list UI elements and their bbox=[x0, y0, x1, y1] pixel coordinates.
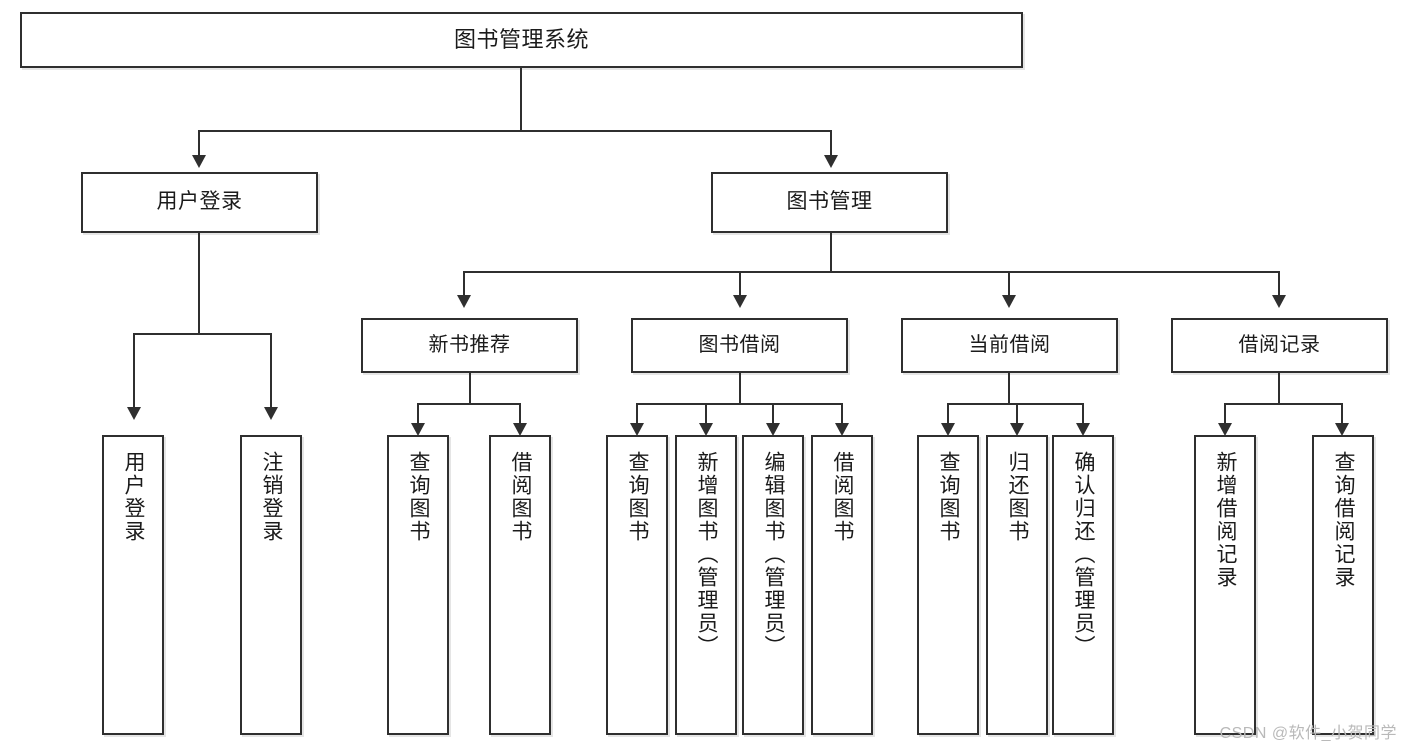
connector-book-manage-drop-2 bbox=[739, 271, 741, 297]
node-leaf-user-login-label: 用户登录 bbox=[122, 451, 146, 543]
node-leaf-query-book-2-label: 查询图书 bbox=[626, 451, 650, 543]
arrow-br-leaf-2 bbox=[1335, 423, 1349, 436]
node-leaf-edit-book[interactable]: 编辑图书（管理员） bbox=[742, 435, 804, 735]
connector-cb-drop-1 bbox=[947, 403, 949, 425]
node-book-borrow-label: 图书借阅 bbox=[698, 333, 781, 356]
arrow-user-login-leaf-1 bbox=[127, 407, 141, 420]
node-new-book-recommend[interactable]: 新书推荐 bbox=[361, 318, 578, 373]
connector-borrow-record-stem bbox=[1278, 373, 1280, 405]
node-book-manage-label: 图书管理 bbox=[786, 190, 873, 214]
arrow-book-manage-child-3 bbox=[1002, 295, 1016, 308]
node-leaf-add-book-label: 新增图书（管理员） bbox=[695, 451, 719, 658]
node-leaf-add-record[interactable]: 新增借阅记录 bbox=[1194, 435, 1256, 735]
node-leaf-user-login[interactable]: 用户登录 bbox=[102, 435, 164, 735]
node-root[interactable]: 图书管理系统 bbox=[20, 12, 1023, 68]
arrow-book-manage-child-4 bbox=[1272, 295, 1286, 308]
node-user-login[interactable]: 用户登录 bbox=[81, 172, 318, 233]
node-leaf-query-record[interactable]: 查询借阅记录 bbox=[1312, 435, 1374, 735]
arrow-cb-leaf-3 bbox=[1076, 423, 1090, 436]
connector-new-book-recommend-stem bbox=[469, 373, 471, 405]
connector-book-borrow-stem bbox=[739, 373, 741, 405]
node-leaf-query-book-3[interactable]: 查询图书 bbox=[917, 435, 979, 735]
node-leaf-borrow-book-2[interactable]: 借阅图书 bbox=[811, 435, 873, 735]
node-leaf-user-logout[interactable]: 注销登录 bbox=[240, 435, 302, 735]
arrow-br-leaf-1 bbox=[1218, 423, 1232, 436]
arrow-user-login-leaf-2 bbox=[264, 407, 278, 420]
connector-book-manage-drop-4 bbox=[1278, 271, 1280, 297]
node-user-login-label: 用户登录 bbox=[156, 190, 243, 214]
connector-bb-drop-1 bbox=[636, 403, 638, 425]
connector-nbr-drop-1 bbox=[417, 403, 419, 425]
connector-borrow-record-bar bbox=[1224, 403, 1343, 405]
arrow-bb-leaf-1 bbox=[630, 423, 644, 436]
connector-cb-drop-2 bbox=[1016, 403, 1018, 425]
arrow-root-to-book-manage bbox=[824, 155, 838, 168]
connector-current-borrow-bar bbox=[947, 403, 1083, 405]
node-leaf-confirm-return[interactable]: 确认归还（管理员） bbox=[1052, 435, 1114, 735]
connector-book-borrow-bar bbox=[636, 403, 842, 405]
node-leaf-user-logout-label: 注销登录 bbox=[260, 451, 284, 543]
node-leaf-return-book-label: 归还图书 bbox=[1006, 451, 1030, 543]
connector-root-to-user-login bbox=[198, 130, 200, 157]
node-leaf-query-book-3-label: 查询图书 bbox=[937, 451, 961, 543]
node-leaf-add-book[interactable]: 新增图书（管理员） bbox=[675, 435, 737, 735]
connector-root-stem bbox=[520, 68, 522, 131]
node-book-manage[interactable]: 图书管理 bbox=[711, 172, 948, 233]
connector-new-book-recommend-bar bbox=[417, 403, 521, 405]
node-new-book-recommend-label: 新书推荐 bbox=[428, 333, 511, 356]
connector-bb-drop-4 bbox=[841, 403, 843, 425]
arrow-book-manage-child-2 bbox=[733, 295, 747, 308]
node-leaf-confirm-return-label: 确认归还（管理员） bbox=[1072, 451, 1096, 658]
arrow-root-to-user-login bbox=[192, 155, 206, 168]
connector-br-drop-2 bbox=[1341, 403, 1343, 425]
arrow-book-manage-child-1 bbox=[457, 295, 471, 308]
connector-current-borrow-stem bbox=[1008, 373, 1010, 405]
node-leaf-return-book[interactable]: 归还图书 bbox=[986, 435, 1048, 735]
connector-root-bar bbox=[198, 130, 832, 132]
node-current-borrow[interactable]: 当前借阅 bbox=[901, 318, 1118, 373]
node-current-borrow-label: 当前借阅 bbox=[968, 333, 1051, 356]
connector-user-login-bar bbox=[133, 333, 272, 335]
arrow-bb-leaf-2 bbox=[699, 423, 713, 436]
node-book-borrow[interactable]: 图书借阅 bbox=[631, 318, 848, 373]
node-borrow-record[interactable]: 借阅记录 bbox=[1171, 318, 1388, 373]
arrow-cb-leaf-1 bbox=[941, 423, 955, 436]
node-leaf-borrow-book-1[interactable]: 借阅图书 bbox=[489, 435, 551, 735]
connector-user-login-drop-1 bbox=[133, 333, 135, 409]
connector-nbr-drop-2 bbox=[519, 403, 521, 425]
connector-book-manage-drop-1 bbox=[463, 271, 465, 297]
connector-br-drop-1 bbox=[1224, 403, 1226, 425]
node-root-label: 图书管理系统 bbox=[453, 27, 589, 53]
connector-user-login-drop-2 bbox=[270, 333, 272, 409]
connector-cb-drop-3 bbox=[1082, 403, 1084, 425]
node-leaf-borrow-book-1-label: 借阅图书 bbox=[509, 451, 533, 543]
node-leaf-add-record-label: 新增借阅记录 bbox=[1214, 451, 1238, 589]
connector-book-manage-drop-3 bbox=[1008, 271, 1010, 297]
arrow-cb-leaf-2 bbox=[1010, 423, 1024, 436]
node-leaf-query-book-1-label: 查询图书 bbox=[407, 451, 431, 543]
arrow-bb-leaf-4 bbox=[835, 423, 849, 436]
node-leaf-query-record-label: 查询借阅记录 bbox=[1332, 451, 1356, 589]
connector-root-to-book-manage bbox=[830, 130, 832, 157]
connector-bb-drop-3 bbox=[772, 403, 774, 425]
connector-book-manage-stem bbox=[830, 233, 832, 273]
arrow-nbr-leaf-2 bbox=[513, 423, 527, 436]
node-leaf-query-book-2[interactable]: 查询图书 bbox=[606, 435, 668, 735]
connector-user-login-stem bbox=[198, 233, 200, 335]
connector-bb-drop-2 bbox=[705, 403, 707, 425]
node-leaf-edit-book-label: 编辑图书（管理员） bbox=[762, 451, 786, 658]
node-borrow-record-label: 借阅记录 bbox=[1238, 333, 1321, 356]
connector-book-manage-bar bbox=[463, 271, 1280, 273]
node-leaf-query-book-1[interactable]: 查询图书 bbox=[387, 435, 449, 735]
arrow-nbr-leaf-1 bbox=[411, 423, 425, 436]
arrow-bb-leaf-3 bbox=[766, 423, 780, 436]
node-leaf-borrow-book-2-label: 借阅图书 bbox=[831, 451, 855, 543]
